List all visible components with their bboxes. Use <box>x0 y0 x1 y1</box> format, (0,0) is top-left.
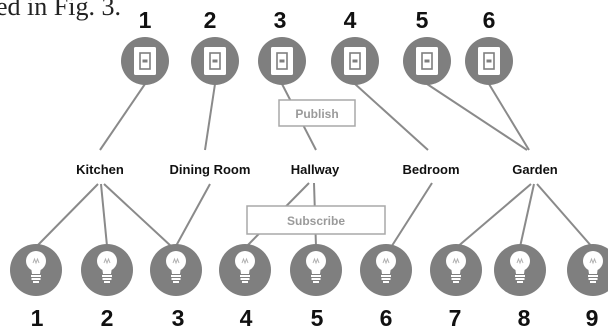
bulb-node: 6 <box>360 244 412 329</box>
light-switch-icon <box>415 46 439 76</box>
bulb-number: 1 <box>31 305 44 329</box>
connector-dining-room-bulb3 <box>175 183 211 247</box>
switch-node: 3 <box>258 7 306 85</box>
switch-node: 1 <box>121 7 169 85</box>
topic-hallway: Hallway <box>291 162 340 177</box>
bulb-node: 3 <box>150 244 202 329</box>
switch-number: 3 <box>274 7 287 33</box>
switch-nodes: 1 2 3 4 5 6 <box>121 7 513 85</box>
connector-kitchen-bulb2 <box>100 183 108 247</box>
connector-switch1-kitchen <box>99 83 146 151</box>
switch-node: 4 <box>331 7 379 85</box>
connector-switch6-garden <box>488 83 530 151</box>
topic-dining-room: Dining Room <box>170 162 251 177</box>
connector-garden-bulb9 <box>536 183 594 249</box>
light-switch-icon <box>270 46 294 76</box>
connector-garden-bulb7 <box>455 183 532 249</box>
connector-switch5-garden <box>426 83 528 151</box>
switch-number: 6 <box>483 7 496 33</box>
connector-lines <box>35 83 594 253</box>
light-switch-icon <box>343 46 367 76</box>
bulb-number: 9 <box>586 305 599 329</box>
bulb-number: 2 <box>101 305 114 329</box>
subscribe-label: Subscribe <box>287 214 345 228</box>
connector-switch2-dining-room <box>204 83 216 151</box>
bulb-nodes: 1 2 3 4 5 6 7 <box>10 244 608 329</box>
bulb-number: 3 <box>172 305 185 329</box>
topic-labels: Kitchen Dining Room Hallway Bedroom Gard… <box>62 157 564 181</box>
switch-number: 1 <box>139 7 152 33</box>
topic-garden: Garden <box>512 162 558 177</box>
bulb-number: 5 <box>311 305 324 329</box>
connector-kitchen-bulb3 <box>103 183 173 248</box>
bulb-node: 9 <box>567 244 608 329</box>
bulb-number: 8 <box>518 305 531 329</box>
subscribe-label-box: Subscribe <box>246 205 386 235</box>
bulb-node: 7 <box>430 244 482 329</box>
publish-label-box: Publish <box>278 99 356 127</box>
switch-node: 5 <box>403 7 451 85</box>
bulb-node: 5 <box>290 244 342 329</box>
switch-number: 2 <box>204 7 217 33</box>
bulb-number: 6 <box>380 305 393 329</box>
bulb-number: 7 <box>449 305 462 329</box>
connector-bedroom-bulb6 <box>387 182 433 253</box>
light-switch-icon <box>133 46 157 76</box>
switch-number: 4 <box>344 7 357 33</box>
bulb-node: 2 <box>81 244 133 329</box>
topic-bedroom: Bedroom <box>402 162 459 177</box>
bulb-number: 4 <box>240 305 253 329</box>
bulb-node: 4 <box>219 244 271 329</box>
light-switch-icon <box>203 46 227 76</box>
bulb-node: 8 <box>494 244 546 329</box>
caption-fragment: ed in Fig. 3. <box>0 0 121 21</box>
topic-kitchen: Kitchen <box>76 162 124 177</box>
light-switch-icon <box>477 46 501 76</box>
switch-node: 2 <box>191 7 239 85</box>
switch-number: 5 <box>416 7 429 33</box>
switch-node: 6 <box>465 7 513 85</box>
connector-garden-bulb8 <box>519 183 535 248</box>
bulb-node: 1 <box>10 244 62 329</box>
connector-kitchen-bulb1 <box>35 183 99 248</box>
connector-switch4-bedroom <box>354 83 429 151</box>
publish-label: Publish <box>295 107 338 121</box>
